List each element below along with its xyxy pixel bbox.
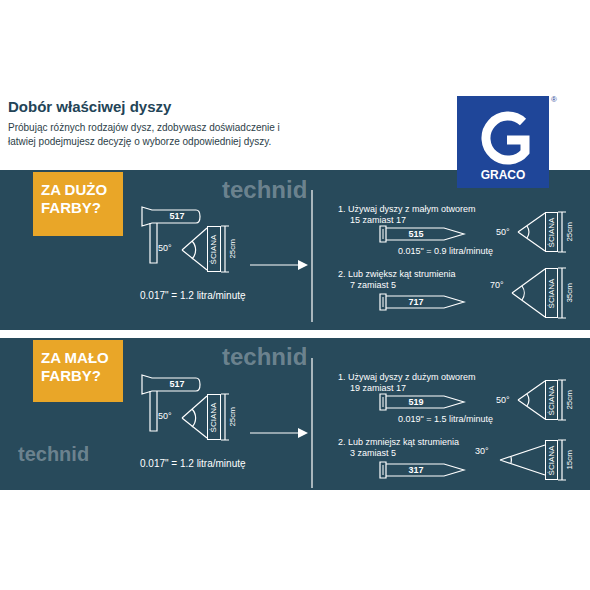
nozzle-cap — [380, 394, 386, 410]
dimension-label: 50° — [496, 227, 510, 238]
dimension-label: 50° — [158, 243, 172, 254]
note-text: 3 zamiast 5 — [350, 448, 396, 459]
dimension-label: 25cm — [565, 222, 575, 242]
panel — [0, 170, 590, 330]
watermark: technid — [222, 176, 307, 205]
dimension-label: 50° — [496, 395, 510, 406]
nozzle-notch — [383, 229, 384, 239]
question-box: ZA MAŁO FARBY? — [33, 340, 123, 402]
tip-number: 515 — [390, 228, 442, 240]
dimension-label: 15cm — [565, 450, 575, 470]
tip-number: 717 — [390, 296, 442, 308]
dimension-label: 25cm — [565, 390, 575, 410]
nozzle-notch — [383, 297, 384, 307]
wall-box: ŚCIANA — [545, 268, 558, 318]
wall-box: ŚCIANA — [545, 380, 558, 420]
note-text: 2. Lub zwiększ kąt strumienia — [338, 269, 456, 280]
dimension-label: 25cm — [228, 407, 238, 427]
wall-label: ŚCIANA — [547, 217, 556, 247]
wall-label: ŚCIANA — [547, 278, 556, 308]
note-text: Próbując różnych rodzajów dysz, zdobywas… — [8, 121, 308, 149]
tip-number: 517 — [158, 210, 196, 223]
watermark: technid — [18, 442, 89, 466]
nozzle-tip: 517 — [140, 373, 202, 435]
dimension-label: ® — [551, 95, 557, 105]
wall-box: ŚCIANA — [207, 226, 221, 272]
nozzle-body — [142, 375, 200, 394]
question-text: ZA DUŻO FARBY? — [41, 181, 115, 217]
nozzle-notch — [383, 397, 384, 407]
wall-box: ŚCIANA — [545, 440, 558, 480]
nozzle-tip: 519 — [378, 393, 466, 411]
dimension-label: 25cm — [228, 239, 238, 259]
panel — [0, 338, 590, 490]
nozzle-handle — [150, 223, 157, 263]
nozzle-body — [386, 396, 464, 408]
wall-label: ŚCIANA — [547, 385, 556, 415]
note-text: 15 zamiast 17 — [350, 215, 406, 226]
nozzle-cap — [380, 462, 386, 478]
question-box: ZA DUŻO FARBY? — [33, 172, 123, 236]
watermark: technid — [222, 343, 307, 372]
tip-number: 517 — [158, 378, 196, 391]
note-text: 0.019" = 1.5 litra/minutę — [398, 414, 493, 425]
nozzle-body — [386, 296, 464, 308]
wall-label: ŚCIANA — [210, 402, 219, 432]
line-art — [182, 190, 566, 488]
note-text: 19 zamiast 17 — [350, 383, 406, 394]
note-text: 0.017" = 1.2 litra/minutę — [140, 290, 246, 302]
note-text: 0.015" = 0.9 litra/minutę — [398, 246, 493, 257]
dimension-label: 30° — [475, 446, 489, 457]
nozzle-tip: 517 — [140, 205, 202, 267]
wall-label: ŚCIANA — [210, 234, 219, 264]
note-text: 1. Używaj dyszy z dużym otworem — [338, 372, 476, 383]
wall-box: ŚCIANA — [207, 394, 221, 440]
nozzle-body — [386, 464, 464, 476]
note-text: 0.017" = 1.2 litra/minutę — [140, 458, 246, 470]
nozzle-body — [386, 228, 464, 240]
note-text: 7 zamiast 5 — [350, 280, 396, 291]
note-text: 2. Lub zmniejsz kąt strumienia — [338, 437, 459, 448]
nozzle-tip: 515 — [378, 225, 466, 243]
nozzle-notch — [383, 465, 384, 475]
brand-name: GRACO — [457, 168, 549, 182]
question-text: ZA MAŁO FARBY? — [41, 349, 115, 385]
logo-mark — [486, 116, 525, 160]
note-text: 1. Używaj dyszy z małym otworem — [338, 204, 476, 215]
nozzle-body — [142, 207, 200, 226]
nozzle-tip: 717 — [378, 293, 466, 311]
brand-logo: GRACO — [457, 96, 549, 188]
dimension-label: 35cm — [565, 283, 575, 303]
page-title: Dobór właściwej dyszy — [8, 98, 171, 116]
nozzle-cap — [380, 294, 386, 310]
wall-box: ŚCIANA — [545, 212, 558, 252]
dimension-label: 70° — [490, 280, 504, 291]
nozzle-cap — [380, 226, 386, 242]
wall-label: ŚCIANA — [547, 445, 556, 475]
tip-number: 519 — [390, 396, 442, 408]
dimension-label: 50° — [158, 411, 172, 422]
nozzle-handle — [150, 391, 157, 431]
tip-number: 317 — [390, 464, 442, 476]
nozzle-tip: 317 — [378, 461, 466, 479]
